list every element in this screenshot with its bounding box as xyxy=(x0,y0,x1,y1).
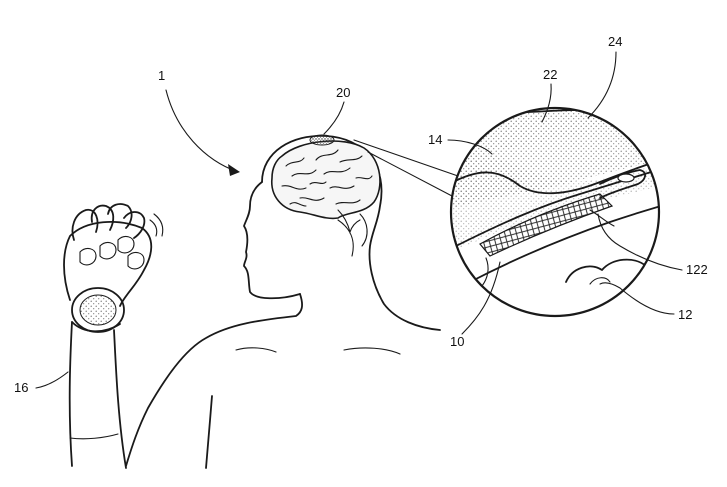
label-brain-tissue: 12 xyxy=(678,307,692,322)
leader-brain-region xyxy=(323,101,345,135)
prosthetic-arm xyxy=(63,203,164,469)
label-tissue-layer: 24 xyxy=(608,34,622,49)
leader-prosthetic-arm xyxy=(35,371,69,389)
leader-brain-tissue xyxy=(599,282,675,315)
label-prosthetic-arm: 16 xyxy=(14,380,28,395)
label-vessel: 14 xyxy=(428,132,442,147)
label-brain-region: 20 xyxy=(336,85,350,100)
leader-device xyxy=(461,261,501,335)
leader-vessel-wall xyxy=(541,83,552,123)
label-system: 1 xyxy=(158,68,165,83)
label-electrode-array: 122 xyxy=(686,262,708,277)
label-vessel-wall: 22 xyxy=(543,67,557,82)
arrowhead-system xyxy=(228,164,240,176)
brain-illustration xyxy=(271,134,381,234)
leader-vessel xyxy=(447,139,493,155)
leader-electrode-array xyxy=(597,213,683,271)
arrow-system xyxy=(165,89,239,173)
human-figure xyxy=(125,135,441,469)
leader-tissue-layer xyxy=(587,51,617,119)
magnification-lines xyxy=(353,139,459,197)
label-device: 10 xyxy=(450,334,464,349)
magnified-view xyxy=(449,106,661,318)
reference-numerals: 1 20 22 24 14 122 12 10 16 xyxy=(14,34,708,395)
